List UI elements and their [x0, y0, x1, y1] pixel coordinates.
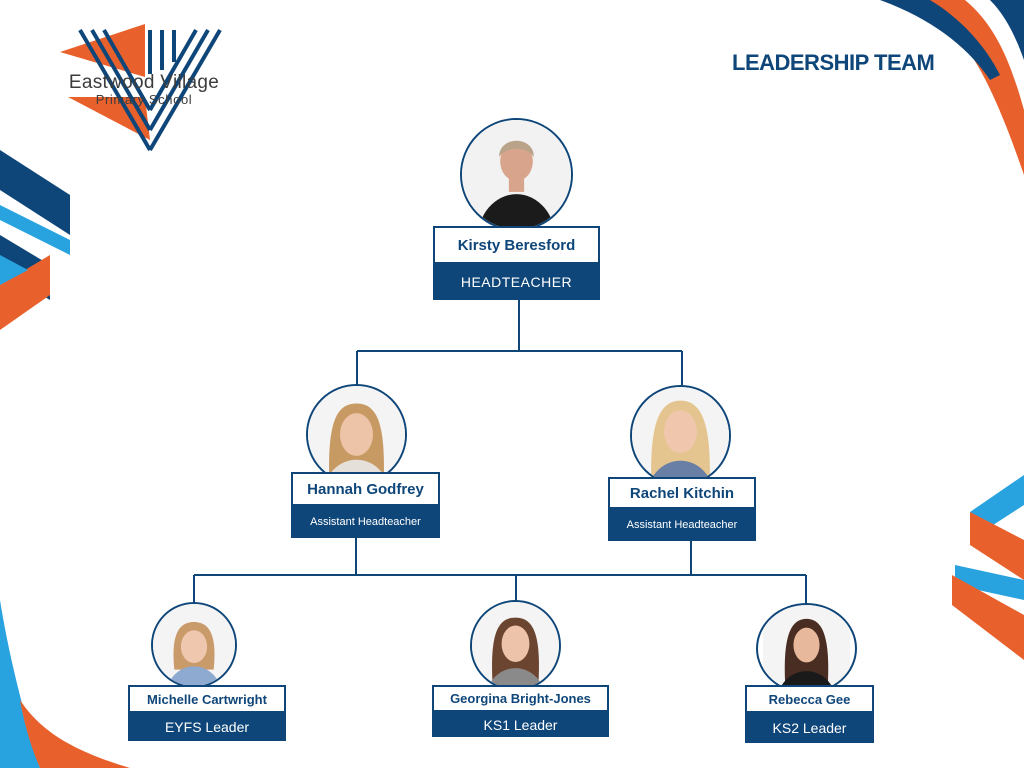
person-photo-icon	[472, 602, 559, 689]
school-logo: Eastwood Village Primary School	[50, 22, 240, 152]
avatar-hannah-godfrey	[306, 384, 407, 485]
school-name: Eastwood Village	[68, 72, 220, 93]
member-role: EYFS Leader	[128, 713, 286, 741]
member-role: HEADTEACHER	[433, 264, 600, 300]
avatar-michelle-cartwright	[151, 602, 237, 688]
avatar-kirsty-beresford	[460, 118, 573, 231]
member-role: KS2 Leader	[745, 713, 874, 743]
person-photo-icon	[632, 387, 729, 484]
card-kirsty-beresford: Kirsty Beresford HEADTEACHER	[433, 226, 600, 300]
card-georgina-bright-jones: Georgina Bright-Jones KS1 Leader	[432, 685, 609, 737]
school-subtitle: Primary School	[95, 92, 193, 107]
card-rachel-kitchin: Rachel Kitchin Assistant Headteacher	[608, 477, 756, 541]
member-role: Assistant Headteacher	[608, 509, 756, 541]
logo-mark	[60, 24, 222, 152]
avatar-rachel-kitchin	[630, 385, 731, 486]
member-name: Georgina Bright-Jones	[432, 685, 609, 712]
card-michelle-cartwright: Michelle Cartwright EYFS Leader	[128, 685, 286, 741]
avatar-georgina-bright-jones	[470, 600, 561, 691]
page-title: LEADERSHIP TEAM	[732, 50, 935, 75]
card-hannah-godfrey: Hannah Godfrey Assistant Headteacher	[291, 472, 440, 538]
person-photo-icon	[462, 120, 571, 229]
member-name: Michelle Cartwright	[128, 685, 286, 713]
person-photo-icon	[308, 386, 405, 483]
avatar-rebecca-gee	[756, 603, 857, 694]
person-photo-icon	[763, 605, 850, 692]
member-name: Rachel Kitchin	[608, 477, 756, 509]
member-name: Hannah Godfrey	[291, 472, 440, 506]
person-photo-icon	[153, 604, 235, 686]
member-role: KS1 Leader	[432, 712, 609, 737]
card-rebecca-gee: Rebecca Gee KS2 Leader	[745, 685, 874, 743]
member-name: Kirsty Beresford	[433, 226, 600, 264]
member-role: Assistant Headteacher	[291, 506, 440, 538]
member-name: Rebecca Gee	[745, 685, 874, 713]
